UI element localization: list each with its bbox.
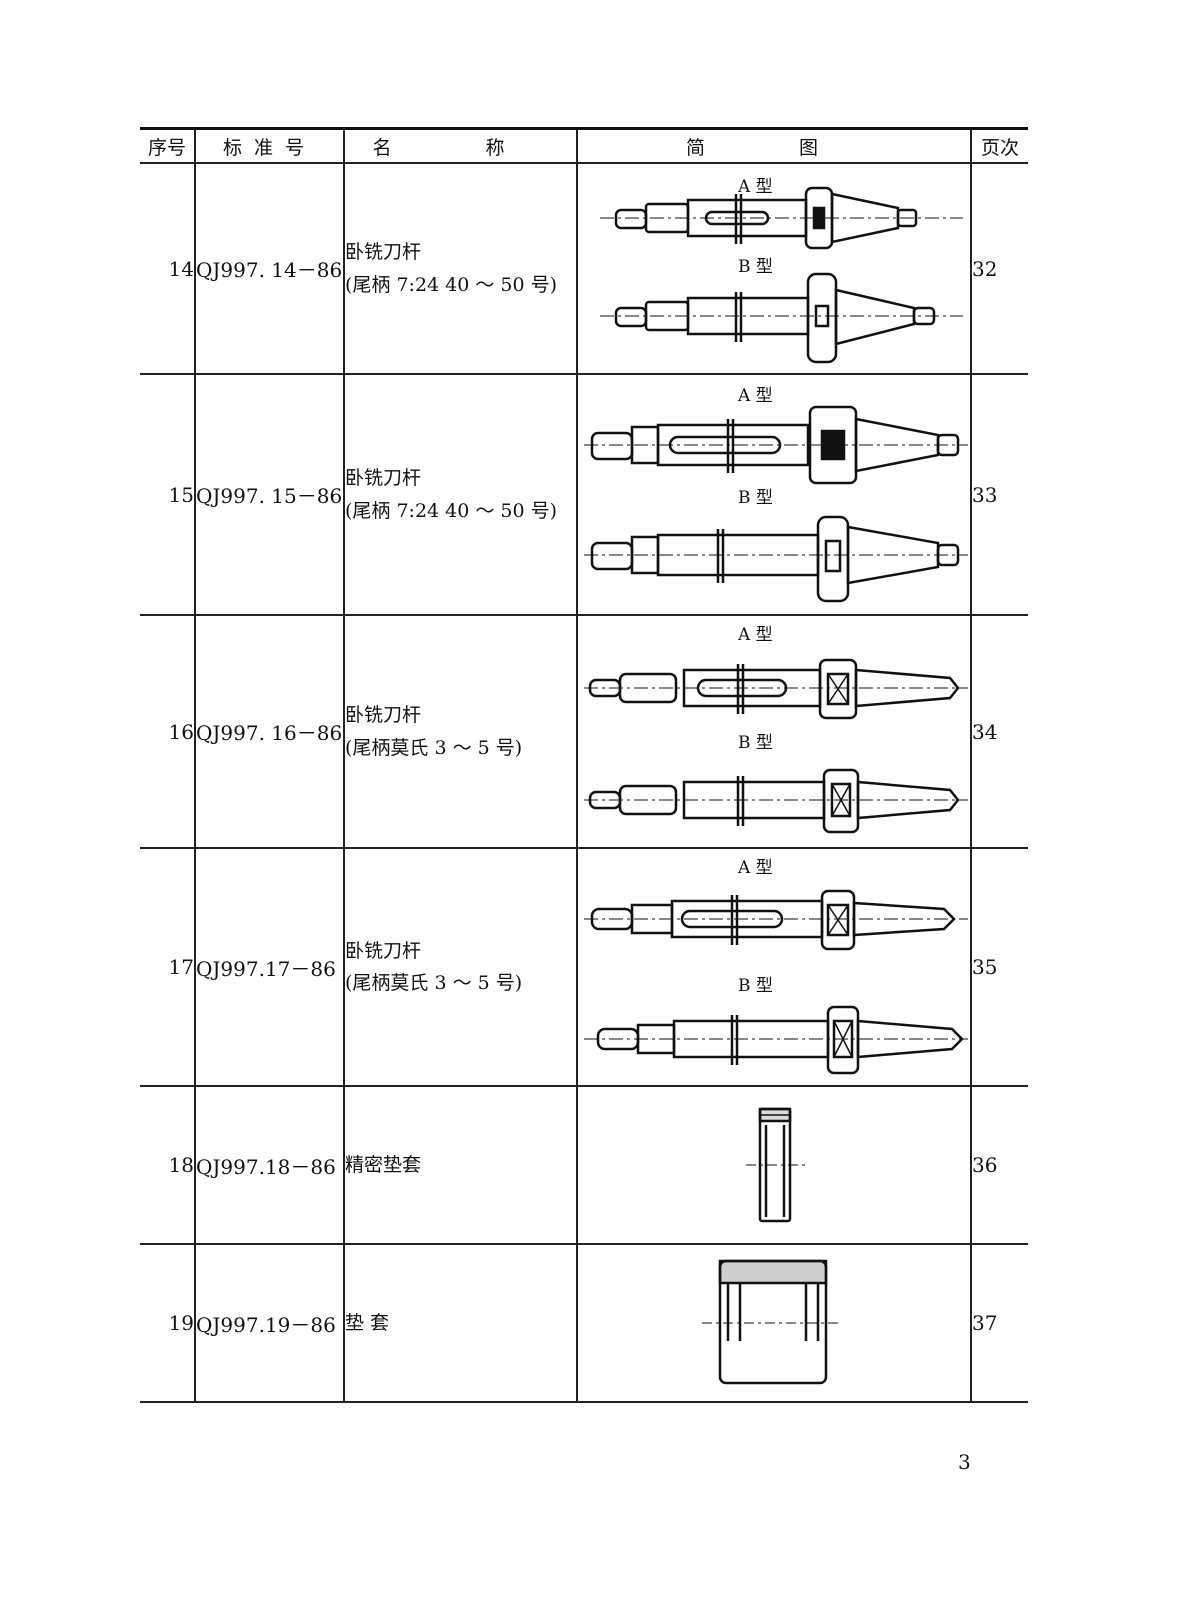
row-name: 卧铣刀杆 (尾柄莫氏 3 ～ 5 号) (343, 847, 578, 1087)
header-std: 标准号 (194, 127, 345, 164)
row-std: QJ997.17－86 (194, 847, 345, 1087)
arbor-morse-figure: A 型 B 型 (584, 625, 968, 834)
row-name: 垫 套 (343, 1243, 578, 1403)
row-name: 卧铣刀杆 (尾柄 7:24 40 ～ 50 号) (343, 162, 578, 375)
row-name-line1: 卧铣刀杆 (345, 241, 422, 264)
row-page: 37 (970, 1243, 1028, 1403)
row-name-line1: 精密垫套 (345, 1153, 422, 1176)
type-b-label: B 型 (738, 257, 773, 277)
row-name-line1: 垫 套 (345, 1311, 390, 1334)
row-std: QJ997.19－86 (194, 1243, 345, 1403)
row-no: 15 (140, 373, 196, 616)
header-page: 页次 (970, 127, 1028, 164)
row-figure: A 型 B 型 (576, 614, 972, 849)
row-figure: A 型 B 型 (576, 847, 972, 1087)
header-figure: 简 图 (576, 127, 972, 164)
row-std: QJ997. 16－86 (194, 614, 345, 849)
precision-spacer-figure (746, 1107, 806, 1223)
type-b-label: B 型 (738, 976, 773, 996)
table-row: 19 QJ997.19－86 垫 套 37 (140, 1243, 1028, 1403)
row-name-line2: (尾柄莫氏 3 ～ 5 号) (345, 736, 523, 759)
row-no: 17 (140, 847, 196, 1087)
spacer-sleeve-figure (702, 1259, 840, 1385)
header-row: 序号 标准号 名 称 简 图 页次 (140, 127, 1028, 164)
arbor-7-24-figure: A 型 B 型 (600, 177, 963, 364)
table-row: 15 QJ997. 15－86 卧铣刀杆(尾柄 7:24 40 ～ 50 号) … (140, 373, 1028, 616)
type-a-label: A 型 (737, 858, 773, 878)
row-name: 卧铣刀杆 (尾柄莫氏 3 ～ 5 号) (343, 614, 578, 849)
row-page: 36 (970, 1085, 1028, 1245)
row-name-line2: (尾柄莫氏 3 ～ 5 号) (345, 972, 523, 994)
row-name-line1: 卧铣刀杆 (345, 467, 422, 490)
row-name-line1: 卧铣刀杆 (345, 939, 422, 962)
row-page: 33 (970, 373, 1028, 616)
type-a-label: A 型 (737, 386, 773, 406)
arbor-7-24-figure: A 型 B 型 (584, 386, 968, 603)
type-a-label: A 型 (737, 625, 773, 645)
table-row: 16 QJ997. 16－86 卧铣刀杆 (尾柄莫氏 3 ～ 5 号) A 型 (140, 614, 1028, 849)
row-std: QJ997. 15－86 (194, 373, 345, 616)
row-figure: A 型 B 型 (576, 373, 972, 616)
table-row: 18 QJ997.18－86 精密垫套 36 (140, 1085, 1028, 1245)
row-no: 19 (140, 1243, 196, 1403)
row-name-line1: 卧铣刀杆 (345, 704, 422, 727)
table-row: 14 QJ997. 14－86 卧铣刀杆(尾柄 7:24 40 ～ 50 号) … (140, 162, 1028, 375)
table-row: 17 QJ997.17－86 卧铣刀杆 (尾柄莫氏 3 ～ 5 号) A 型 (140, 847, 1028, 1087)
row-no: 14 (140, 162, 196, 375)
row-name-line2: (尾柄 7:24 40 ～ 50 号) (345, 273, 558, 296)
row-no: 18 (140, 1085, 196, 1245)
row-std: QJ997.18－86 (194, 1085, 345, 1245)
row-name-line2: (尾柄 7:24 40 ～ 50 号) (345, 499, 558, 522)
row-figure (576, 1243, 972, 1403)
type-b-label: B 型 (738, 733, 773, 753)
row-figure (576, 1085, 972, 1245)
type-a-label: A 型 (737, 177, 773, 197)
header-name: 名 称 (343, 127, 578, 164)
row-no: 16 (140, 614, 196, 849)
standards-table: 序号 标准号 名 称 简 图 页次 14 QJ997. 14－86 卧铣刀杆 (尾… (140, 127, 1028, 1403)
row-page: 35 (970, 847, 1028, 1087)
row-std: QJ997. 14－86 (194, 162, 345, 375)
type-b-label: B 型 (738, 488, 773, 508)
header-no: 序号 (140, 127, 196, 164)
row-name: 卧铣刀杆 (尾柄 7:24 40 ～ 50 号) (343, 373, 578, 616)
arbor-morse-figure: A 型 B 型 (584, 858, 968, 1075)
row-figure: A 型 B 型 (576, 162, 972, 375)
row-page: 34 (970, 614, 1028, 849)
row-page: 32 (970, 162, 1028, 375)
page-number: 3 (958, 1450, 971, 1474)
row-name: 精密垫套 (343, 1085, 578, 1245)
